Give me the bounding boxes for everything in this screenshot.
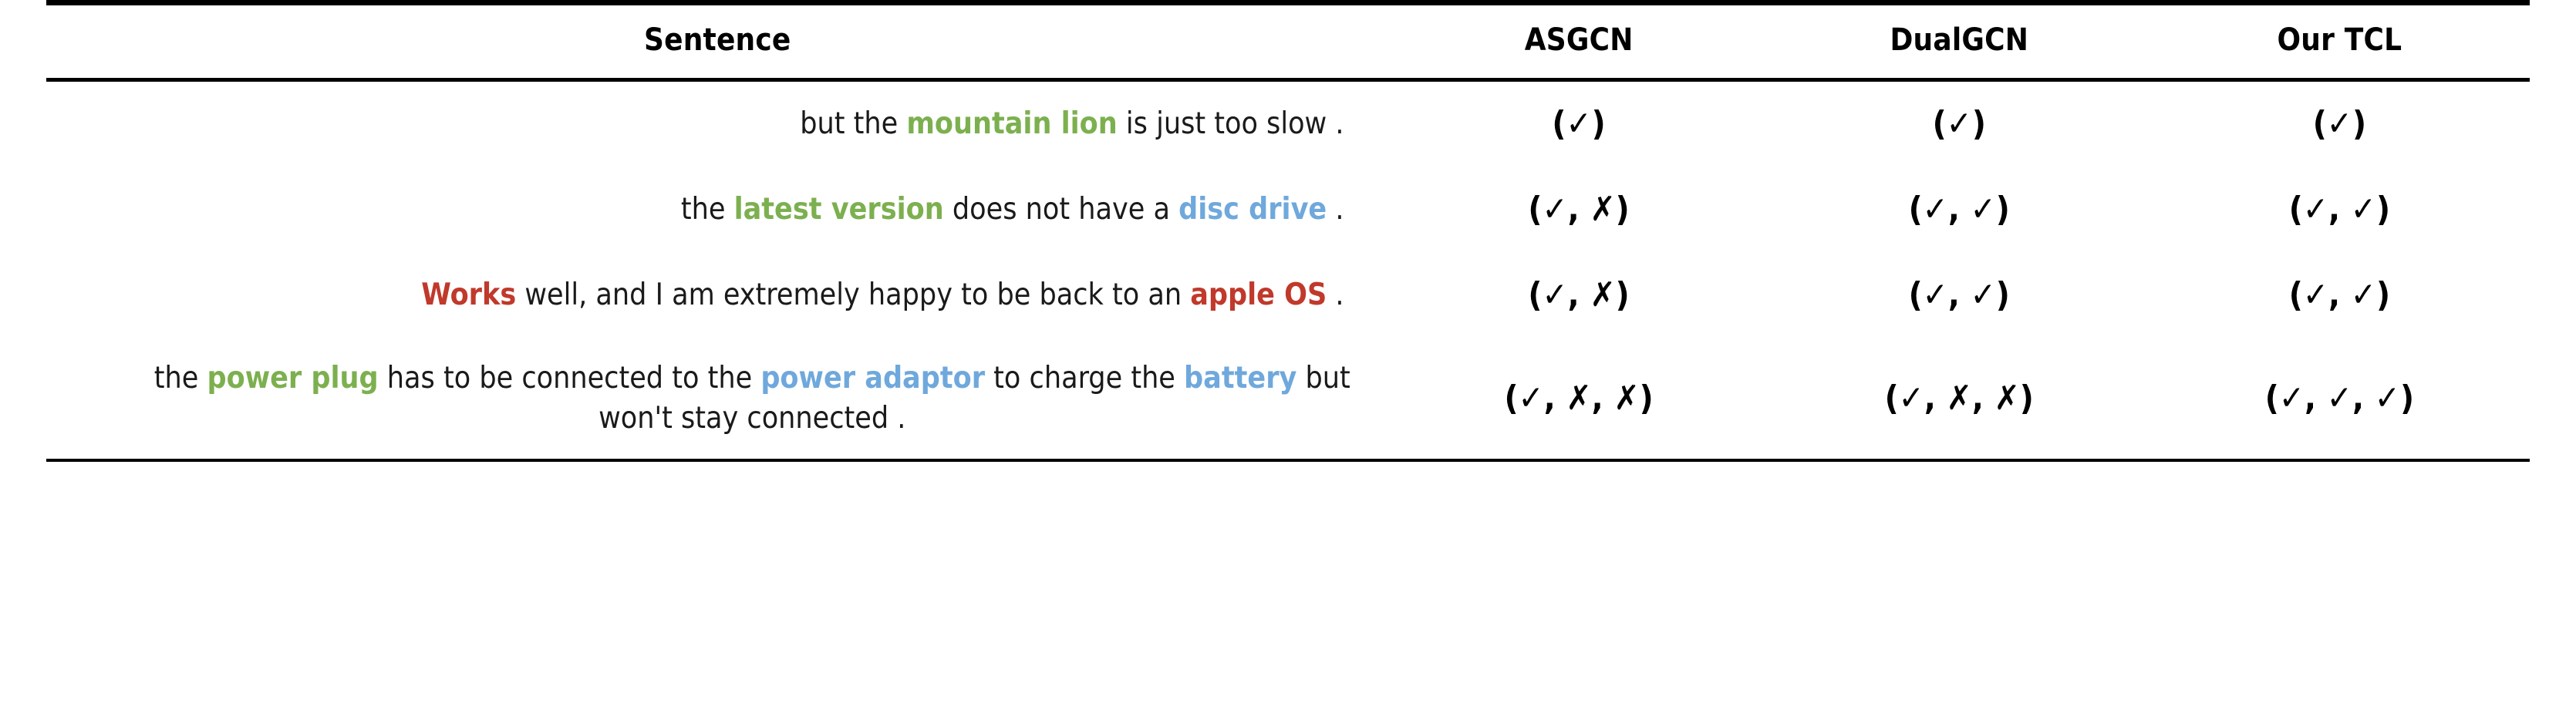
prediction-marks-dualgcn: (✓, ✓): [1769, 167, 2149, 253]
sentence-text: the: [153, 360, 207, 396]
prediction-marks-asgcn: (✓, ✗, ✗): [1389, 338, 1769, 461]
prediction-marks-dualgcn: (✓, ✗, ✗): [1769, 338, 2149, 461]
aspect-term-blue: disc drive: [1178, 192, 1327, 227]
table-row: Works well, and I am extremely happy to …: [46, 253, 2530, 338]
mark-group: (✓): [1552, 104, 1606, 143]
sentence-text: .: [1327, 278, 1344, 313]
prediction-marks-tcl: (✓, ✓): [2149, 167, 2530, 253]
prediction-marks-asgcn: (✓, ✗): [1389, 167, 1769, 253]
sentence-text: but the: [800, 106, 907, 142]
sentence-text: to charge the: [985, 360, 1185, 396]
mark-group: (✓): [2312, 104, 2367, 143]
sentence-text: well, and I am extremely happy to be bac…: [516, 278, 1191, 313]
column-header-sentence: Sentence: [643, 22, 791, 58]
mark-group: (✓, ✓): [2288, 274, 2391, 315]
table-row: but the mountain lion is just too slow .…: [46, 80, 2530, 167]
table-body: but the mountain lion is just too slow .…: [46, 80, 2530, 461]
aspect-term-green: power plug: [207, 360, 379, 396]
sentence-cell: the power plug has to be connected to th…: [46, 338, 1389, 461]
column-header-dualgcn: DualGCN: [1890, 22, 2029, 58]
table-row: the power plug has to be connected to th…: [46, 338, 2530, 461]
prediction-marks-asgcn: (✓, ✗): [1389, 253, 1769, 338]
mark-group: (✓, ✓): [2288, 189, 2391, 229]
column-header-asgcn: ASGCN: [1524, 22, 1634, 58]
mark-group: (✓): [1932, 104, 1986, 143]
aspect-term-blue: power adaptor: [760, 360, 986, 396]
prediction-marks-tcl: (✓, ✓): [2149, 253, 2530, 338]
header-row: Sentence ASGCN DualGCN Our TCL: [46, 2, 2530, 80]
sentence-text: is just too slow .: [1117, 106, 1344, 142]
mark-group: (✓, ✗, ✗): [1884, 378, 2034, 418]
sentence-text: has to be connected to the: [378, 360, 761, 396]
mark-group: (✓, ✓): [1908, 189, 2010, 229]
prediction-marks-tcl: (✓, ✓, ✓): [2149, 338, 2530, 461]
prediction-marks-tcl: (✓): [2149, 80, 2530, 167]
aspect-term-red: apple OS: [1190, 278, 1327, 313]
sentence-cell: but the mountain lion is just too slow .: [46, 80, 1389, 167]
sentence-text: does not have a: [943, 192, 1179, 227]
sentence-text: .: [1327, 192, 1344, 227]
aspect-term-green: latest version: [733, 192, 944, 227]
aspect-term-red: Works: [421, 278, 517, 313]
aspect-term-green: mountain lion: [906, 106, 1118, 142]
sentence-cell: Works well, and I am extremely happy to …: [46, 253, 1389, 338]
model-comparison-table: Sentence ASGCN DualGCN Our TCL but the m…: [46, 0, 2530, 462]
prediction-marks-asgcn: (✓): [1389, 80, 1769, 167]
sentence-cell: the latest version does not have a disc …: [46, 167, 1389, 253]
table-header: Sentence ASGCN DualGCN Our TCL: [46, 2, 2530, 80]
column-header-tcl: Our TCL: [2277, 22, 2402, 58]
mark-group: (✓, ✗): [1528, 189, 1630, 229]
prediction-marks-dualgcn: (✓): [1769, 80, 2149, 167]
prediction-marks-dualgcn: (✓, ✓): [1769, 253, 2149, 338]
aspect-term-blue: battery: [1184, 360, 1297, 396]
mark-group: (✓, ✓): [1908, 274, 2010, 315]
mark-group: (✓, ✗): [1528, 274, 1630, 315]
sentence-text: the: [680, 192, 734, 227]
mark-group: (✓, ✗, ✗): [1504, 378, 1654, 418]
table-row: the latest version does not have a disc …: [46, 167, 2530, 253]
sentence-text: but won't stay connected .: [598, 360, 1350, 436]
mark-group: (✓, ✓, ✓): [2264, 378, 2415, 418]
